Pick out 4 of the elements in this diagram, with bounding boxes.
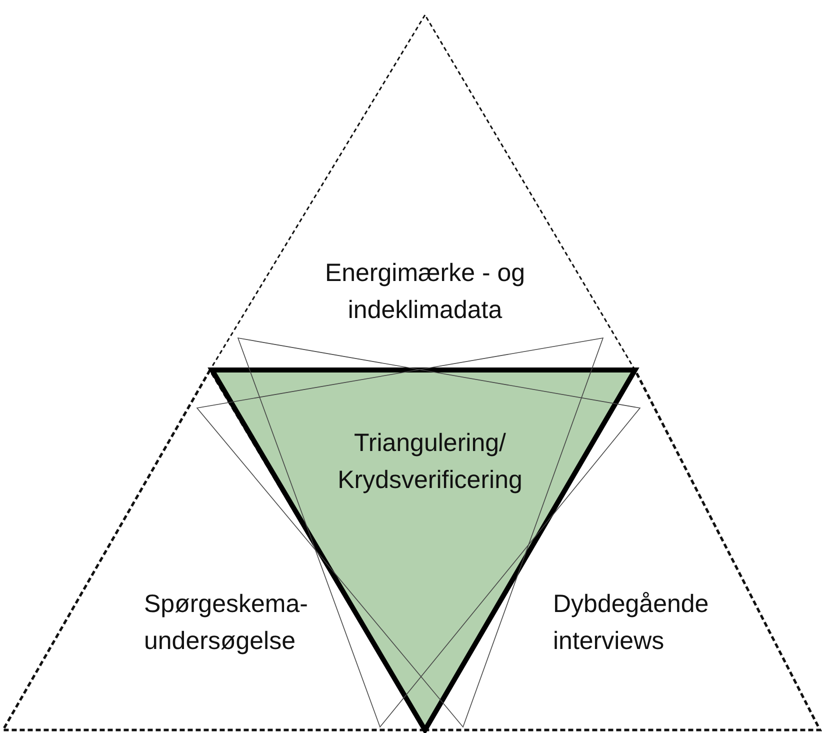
node-text: Triangulering/ Krydsverificering xyxy=(336,428,524,496)
node-text: Dybdegående interviews xyxy=(553,589,710,657)
node-text: Energimærke - og indeklimadata xyxy=(324,258,526,326)
node-text: Spørgeskema- undersøgelse xyxy=(144,589,309,657)
